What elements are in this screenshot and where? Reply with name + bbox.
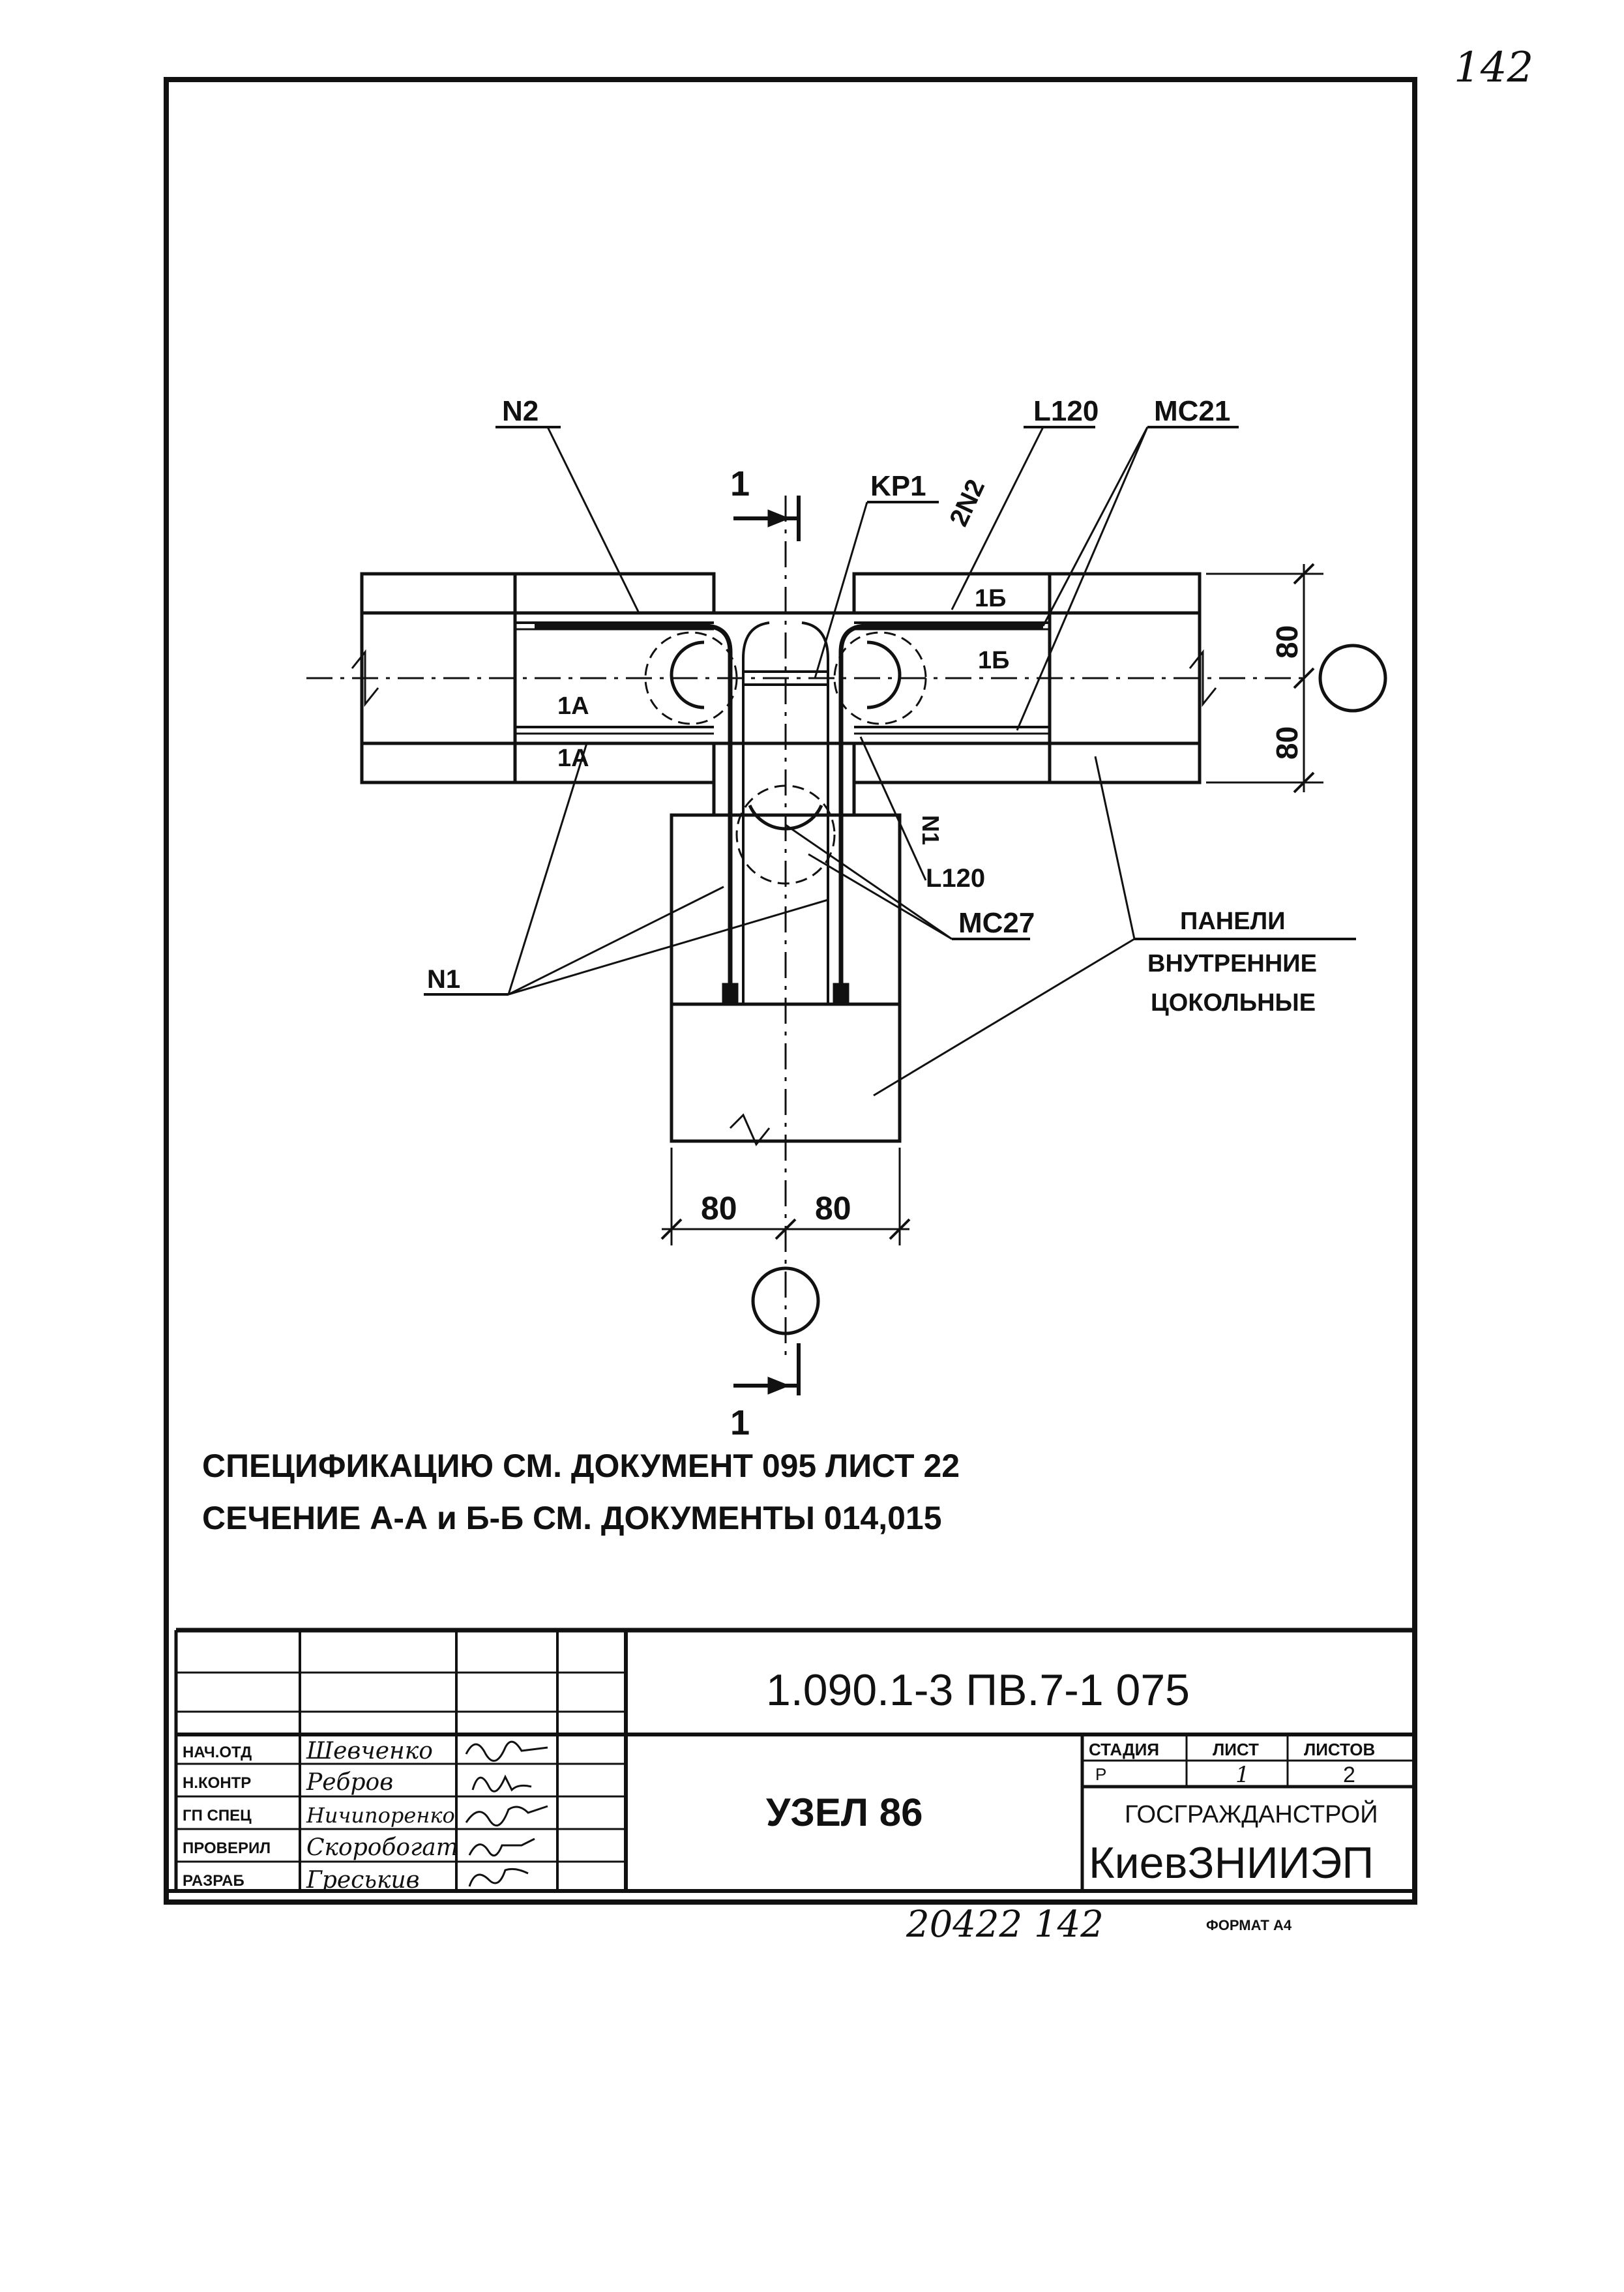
dim-bottom-right: 80 [815, 1190, 851, 1227]
role-2: ГП СПЕЦ [183, 1807, 252, 1824]
stage-value: Р [1095, 1764, 1106, 1784]
dim-right-upper: 80 [1270, 625, 1304, 659]
drawing-title: УЗЕЛ 86 [766, 1791, 923, 1834]
sheets-value: 2 [1343, 1763, 1355, 1787]
role-3: ПРОВЕРИЛ [183, 1839, 271, 1857]
title-block [166, 1628, 1415, 1893]
label-panels-1: ПАНЕЛИ [1180, 908, 1286, 935]
left-panel-lower [360, 741, 716, 784]
names-column: Шевченко Ребров Ничипоренко Скоробогат Г… [306, 1738, 458, 1894]
label-panels-3: ЦОКОЛЬНЫЕ [1151, 989, 1316, 1017]
dim-right-lower: 80 [1270, 726, 1304, 760]
org-line-2: КиевЗНИИЭП [1089, 1838, 1374, 1888]
drawing-labels: N2 KP1 L120 MC21 2N2 1Б 1Б 1А 1А N1 L120… [427, 395, 1317, 1442]
stage-header: СТАДИЯ [1089, 1740, 1159, 1759]
org-line-1: ГОСГРАЖДАНСТРОЙ [1125, 1799, 1378, 1828]
label-2n2: 2N2 [944, 475, 990, 531]
note-line-2: СЕЧЕНИЕ А-А и Б-Б СМ. ДОКУМЕНТЫ 014,015 [202, 1500, 942, 1536]
name-0: Шевченко [306, 1738, 433, 1764]
sheet-value: 1 [1235, 1762, 1250, 1788]
label-l120-right: L120 [926, 864, 985, 893]
label-mc21: MC21 [1154, 395, 1230, 427]
name-1: Ребров [306, 1769, 393, 1796]
label-1b-mid: 1Б [978, 647, 1009, 674]
sheets-header: ЛИСТОВ [1304, 1740, 1375, 1759]
role-0: НАЧ.ОТД [183, 1744, 252, 1761]
format-label: ФОРМАТ А4 [1206, 1917, 1292, 1933]
label-mc27: MC27 [958, 907, 1035, 939]
roles-column: НАЧ.ОТД Н.КОНТР ГП СПЕЦ ПРОВЕРИЛ РАЗРАБ [183, 1744, 271, 1890]
name-4: Греськив [306, 1867, 420, 1894]
section-mark-bottom: 1 [730, 1403, 750, 1442]
sheet-header: ЛИСТ [1213, 1740, 1259, 1759]
label-1b-top: 1Б [975, 585, 1006, 612]
dim-bottom-left: 80 [701, 1190, 737, 1227]
label-kp1: KP1 [870, 470, 926, 502]
name-3: Скоробогат [306, 1834, 458, 1861]
node-drawing [306, 426, 1387, 1395]
page-number: 142 [1454, 44, 1533, 92]
axis-bubble-right [1318, 644, 1387, 713]
note-line-1: СПЕЦИФИКАЦИЮ СМ. ДОКУМЕНТ 095 ЛИСТ 22 [202, 1448, 960, 1484]
left-panel-upper [360, 572, 716, 615]
document-code: 1.090.1-3 ПВ.7-1 075 [766, 1665, 1190, 1715]
right-panel-upper [852, 572, 1202, 615]
role-1: Н.КОНТР [183, 1774, 251, 1792]
label-n1-left: N1 [427, 965, 460, 994]
signatures [465, 1740, 548, 1887]
axis-bubble-bottom [751, 1266, 820, 1335]
label-1a-bot: 1А [557, 745, 589, 772]
sheet-frame [164, 77, 1417, 1905]
label-n2: N2 [502, 395, 539, 427]
section-mark-top: 1 [730, 464, 750, 503]
role-4: РАЗРАБ [183, 1872, 244, 1890]
right-panel-lower [852, 741, 1202, 784]
name-2: Ничипоренко [306, 1803, 455, 1828]
label-1a-top: 1А [557, 692, 589, 720]
label-n1-right: N1 [917, 815, 944, 845]
bottom-panel-lower [670, 1002, 902, 1143]
archive-number: 20422 142 [906, 1903, 1104, 1946]
label-panels-2: ВНУТРЕННИЕ [1147, 950, 1317, 977]
label-l120-top: L120 [1033, 395, 1099, 427]
